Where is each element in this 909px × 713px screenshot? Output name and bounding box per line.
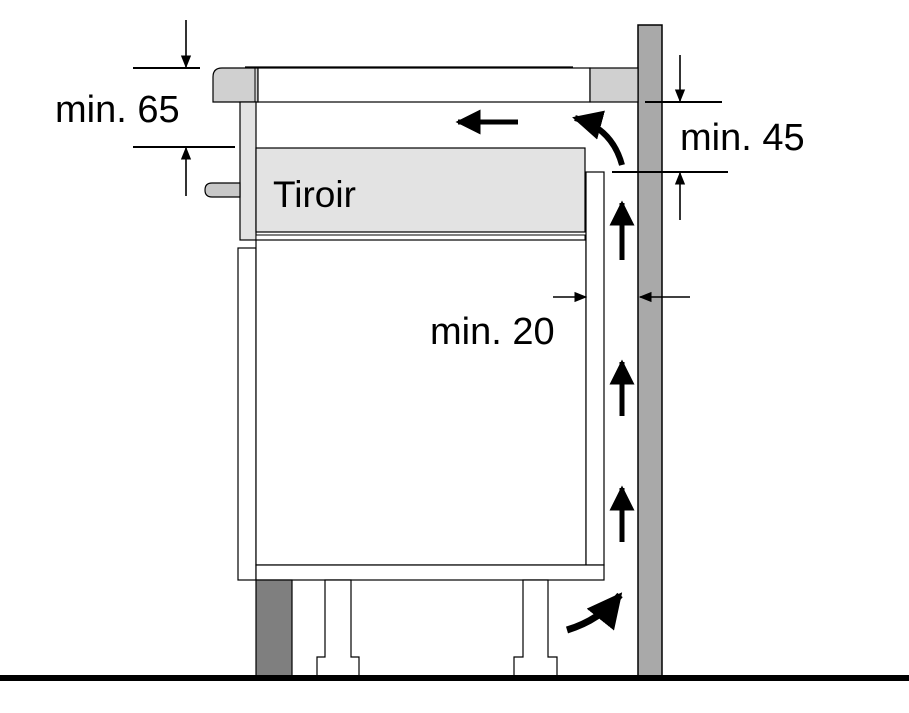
airflow-arrows (455, 109, 635, 634)
front-panel (239, 101, 257, 241)
leg-left (316, 579, 360, 677)
knob (204, 182, 241, 198)
dimension-label-45: min. 45 (680, 117, 805, 159)
dimension-min-65: min. 65 (55, 20, 235, 196)
floor (0, 675, 909, 681)
leg-right (513, 579, 558, 677)
drawer-label: Tiroir (273, 174, 356, 215)
airflow-curved-arrow-bottom (565, 592, 623, 634)
dimension-label-20: min. 20 (430, 311, 555, 353)
worktop (212, 66, 639, 103)
dimension-min-45: min. 45 (612, 55, 805, 220)
plinth (255, 579, 293, 677)
wall (637, 24, 663, 677)
dimension-min-20: min. 20 (430, 291, 690, 353)
cabinet (237, 171, 605, 581)
drawer (255, 147, 586, 233)
airflow-curved-arrow-top (572, 110, 625, 166)
dimension-label-65: min. 65 (55, 89, 180, 131)
